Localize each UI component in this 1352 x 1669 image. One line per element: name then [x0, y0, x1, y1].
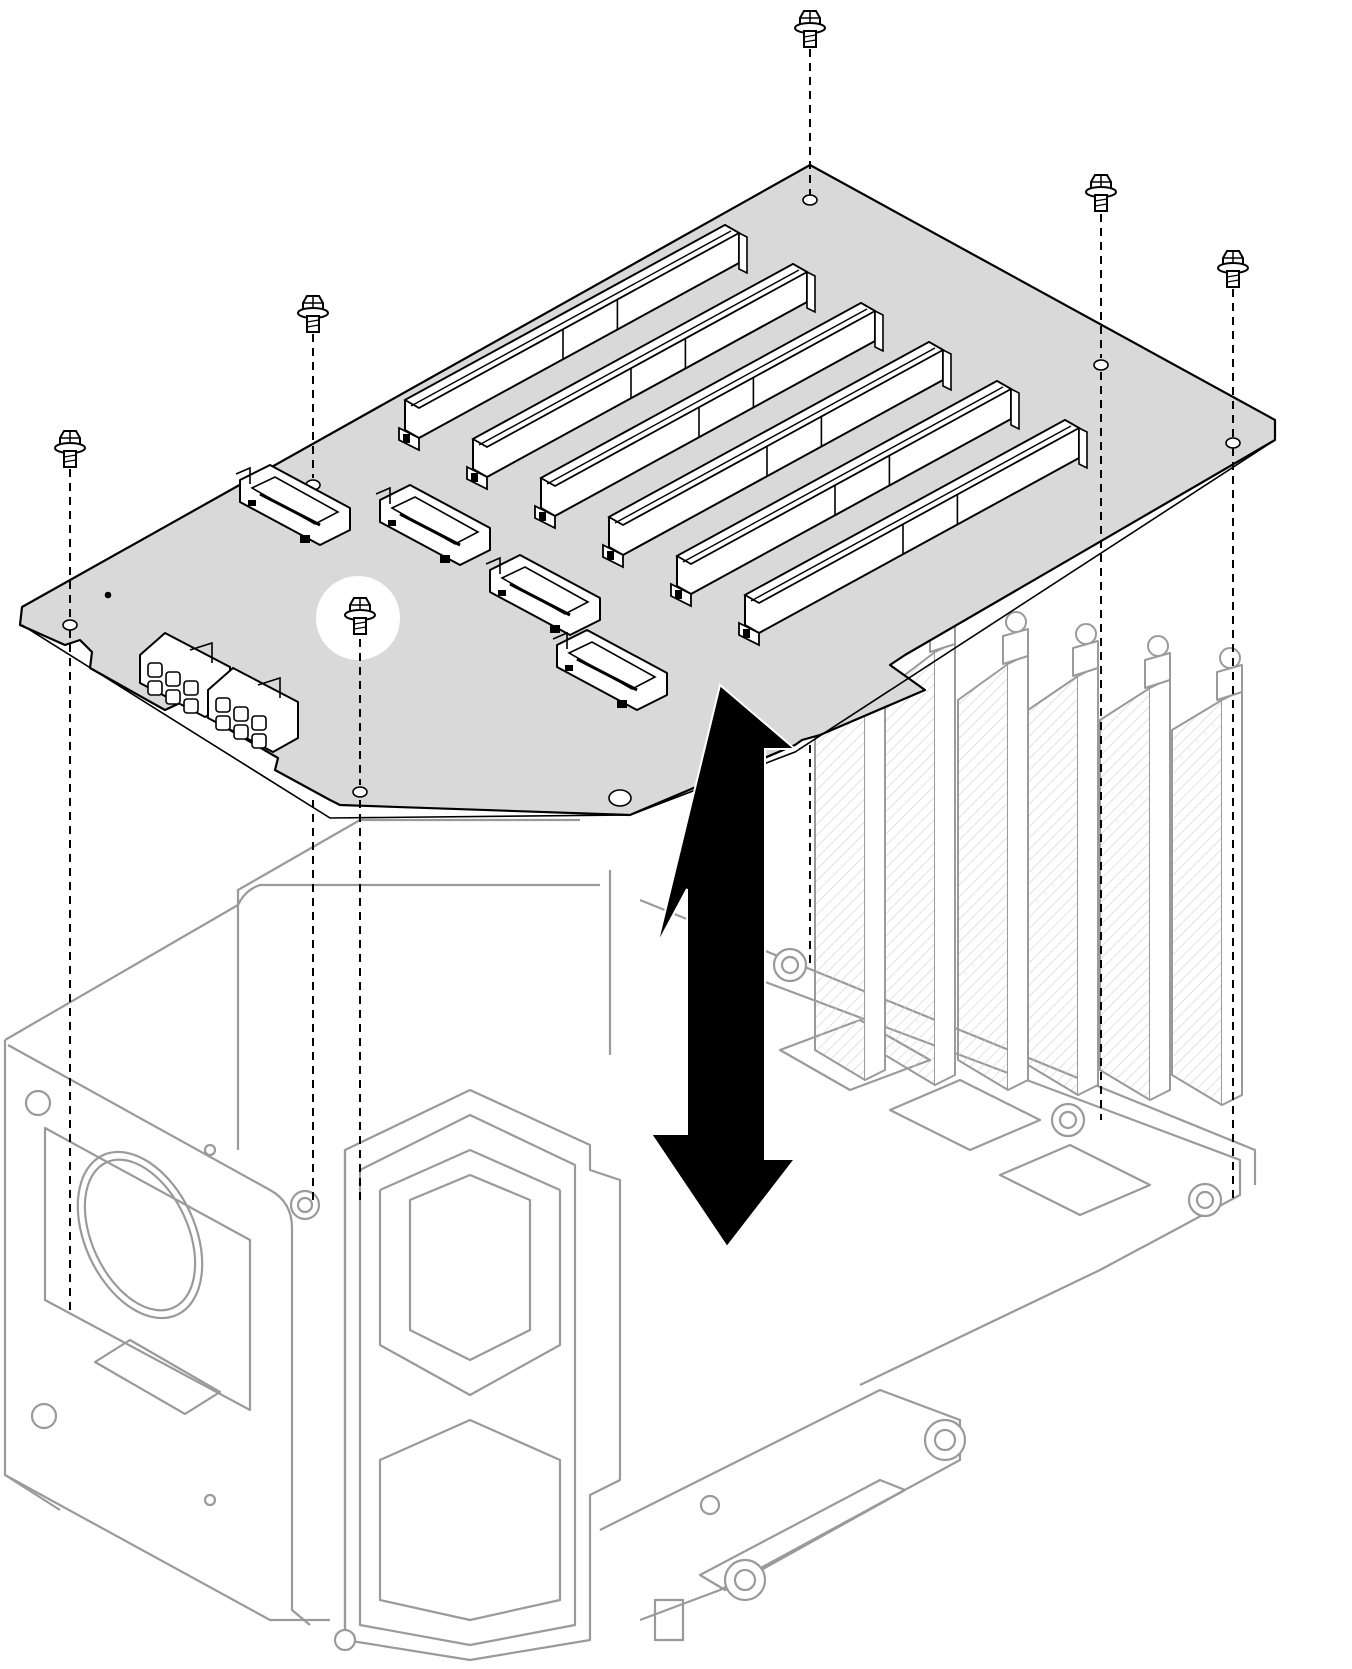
pcie-bracket: [884, 599, 956, 1086]
riser-cage: [3, 818, 1257, 1662]
screw-group: [54, 10, 1249, 635]
pcie-slot: [602, 340, 952, 569]
power-connector-group: [139, 632, 299, 753]
signal-connector-group: [235, 464, 668, 711]
screw-icon: [54, 430, 86, 468]
screw-icon: [1217, 250, 1249, 288]
power-connector: [207, 667, 299, 753]
signal-connector: [552, 629, 668, 711]
left-wall: [7, 1044, 311, 1626]
pcie-slot: [670, 379, 1020, 608]
screw-icon: [1085, 174, 1117, 212]
pcie-bracket-set: [814, 587, 1243, 1106]
screw-icon: [794, 10, 826, 48]
screw-icon: [297, 295, 329, 333]
pcie-bracket: [1171, 647, 1243, 1106]
pcie-slot: [738, 418, 1088, 647]
alignment-lines: [69, 35, 1234, 1315]
double-arrow-icon: [649, 683, 798, 1249]
pcie-bracket: [1027, 623, 1099, 1096]
signal-connector: [235, 464, 351, 546]
pcie-slot: [534, 301, 884, 530]
pcie-bracket: [1099, 635, 1171, 1101]
pcie-slot: [398, 223, 748, 452]
pcie-slot: [466, 262, 816, 491]
front-bracket: [343, 1088, 622, 1662]
riser-board-outline: [18, 163, 1277, 817]
pcie-slot-group: [398, 223, 1088, 647]
screw-icon: [344, 597, 376, 635]
signal-connector: [375, 484, 491, 566]
standoff-group: [289, 947, 1223, 1652]
pcie-bracket: [957, 611, 1029, 1091]
signal-connector: [485, 554, 601, 636]
